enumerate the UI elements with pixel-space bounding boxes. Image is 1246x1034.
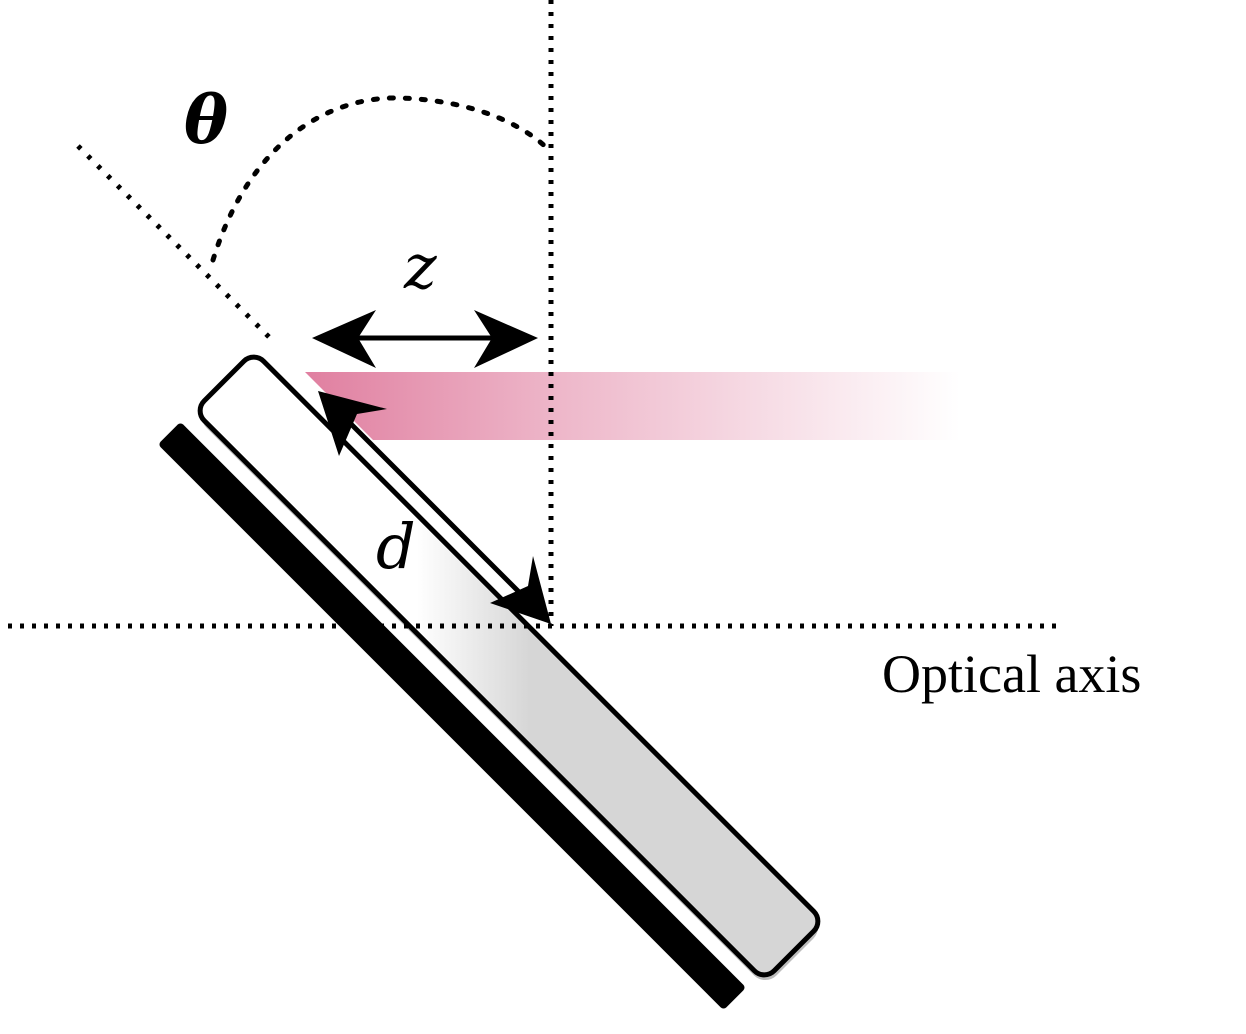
d-label: d <box>376 510 416 583</box>
mirror-plate <box>159 354 821 1009</box>
theta-label: θ <box>184 81 228 159</box>
d-dimension-arrow <box>318 391 551 624</box>
theta-arc <box>210 95 554 263</box>
z-dimension-arrow <box>312 310 538 368</box>
mirror-glass <box>197 354 821 978</box>
light-beam <box>305 372 960 440</box>
mirror-backing <box>159 423 745 1009</box>
plate-extension-line <box>76 144 277 345</box>
optical-axis-label: Optical axis <box>882 644 1141 704</box>
z-label: z <box>403 230 437 303</box>
